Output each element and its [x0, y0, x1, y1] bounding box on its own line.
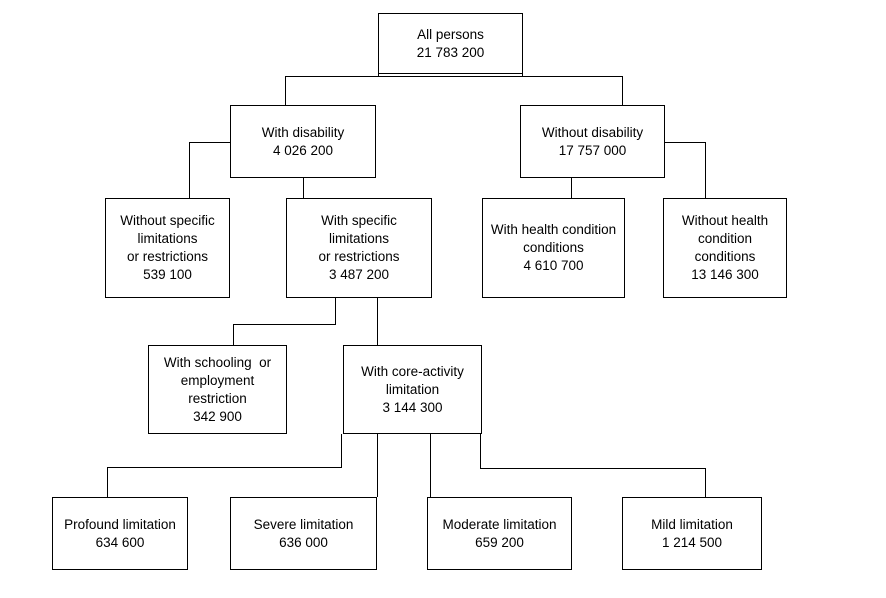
node-value: 1 214 500 — [661, 534, 723, 550]
node-with-specific-limitations: With specific limitations or restriction… — [286, 198, 432, 298]
connector-wd-to-with-specific — [303, 178, 304, 198]
connector-root-stub-right — [522, 74, 523, 77]
node-value: 3 487 200 — [328, 267, 390, 282]
node-label: Moderate limitation — [442, 516, 557, 532]
node-label: Without specific limitations or restrict… — [120, 213, 215, 264]
node-label: With disability — [261, 124, 345, 140]
node-value: 3 144 300 — [382, 399, 443, 415]
connector-core-mild-horizontal — [480, 468, 706, 469]
connector-core-profound-v2 — [107, 467, 108, 497]
node-value: 17 757 000 — [558, 142, 627, 158]
node-value: 659 200 — [475, 534, 524, 550]
node-value: 539 100 — [143, 267, 192, 282]
node-without-disability: Without disability 17 757 000 — [520, 105, 665, 178]
node-label: With specific limitations or restriction… — [318, 213, 400, 264]
node-label: With health condition conditions — [490, 222, 617, 255]
node-with-health-condition: With health condition conditions 4 610 7… — [482, 198, 625, 298]
connector-wd-to-without-specific — [189, 142, 190, 198]
connector-ws-schooling-v2 — [233, 324, 234, 345]
connector-core-mild-v2 — [705, 468, 706, 497]
node-label: Without health condition conditions — [681, 213, 769, 264]
connector-ws-to-core-activity — [377, 298, 378, 345]
node-label: Mild limitation — [651, 516, 733, 532]
connector-core-profound-horizontal — [107, 467, 342, 468]
connector-core-profound-v1 — [341, 434, 342, 468]
node-label: Severe limitation — [253, 516, 354, 532]
node-label: Profound limitation — [64, 516, 176, 532]
node-label: Without disability — [541, 124, 644, 140]
node-mild-limitation: Mild limitation 1 214 500 — [622, 497, 762, 570]
connector-wod-to-with-health — [571, 178, 572, 198]
node-with-disability: With disability 4 026 200 — [230, 105, 376, 178]
connector-core-mild-v1 — [480, 434, 481, 469]
connector-core-to-severe — [377, 434, 378, 497]
node-value: 4 026 200 — [272, 142, 334, 158]
node-label: With core-activity limitation — [361, 363, 464, 397]
connector-root-to-without-disability — [622, 76, 623, 105]
node-value: 4 610 700 — [523, 258, 584, 273]
connector-ws-schooling-v1 — [335, 298, 336, 325]
node-profound-limitation: Profound limitation 634 600 — [52, 497, 188, 570]
node-label: With schooling or employment restriction — [163, 354, 272, 406]
connector-root-stub-left — [378, 74, 379, 77]
connector-core-to-moderate — [430, 434, 431, 497]
node-value: 636 000 — [279, 534, 328, 550]
node-value: 342 900 — [193, 408, 242, 424]
node-with-schooling-restriction: With schooling or employment restriction… — [148, 345, 287, 434]
connector-wod-right-horizontal — [664, 142, 706, 143]
connector-root-to-with-disability — [285, 76, 286, 105]
node-all-persons: All persons 21 783 200 — [378, 13, 523, 74]
connector-wd-left-horizontal — [189, 142, 230, 143]
connector-wod-to-without-health — [705, 142, 706, 198]
node-without-health-condition: Without health condition conditions 13 1… — [663, 198, 787, 298]
node-value: 21 783 200 — [416, 44, 485, 60]
node-with-core-activity: With core-activity limitation 3 144 300 — [343, 345, 482, 434]
node-label: All persons — [417, 26, 484, 42]
connector-ws-schooling-horizontal — [233, 324, 336, 325]
connector-root-horizontal — [285, 76, 623, 77]
node-value: 13 146 300 — [691, 267, 759, 282]
node-without-specific-limitations: Without specific limitations or restrict… — [105, 198, 230, 298]
node-moderate-limitation: Moderate limitation 659 200 — [427, 497, 572, 570]
node-severe-limitation: Severe limitation 636 000 — [230, 497, 377, 570]
node-value: 634 600 — [95, 534, 145, 550]
